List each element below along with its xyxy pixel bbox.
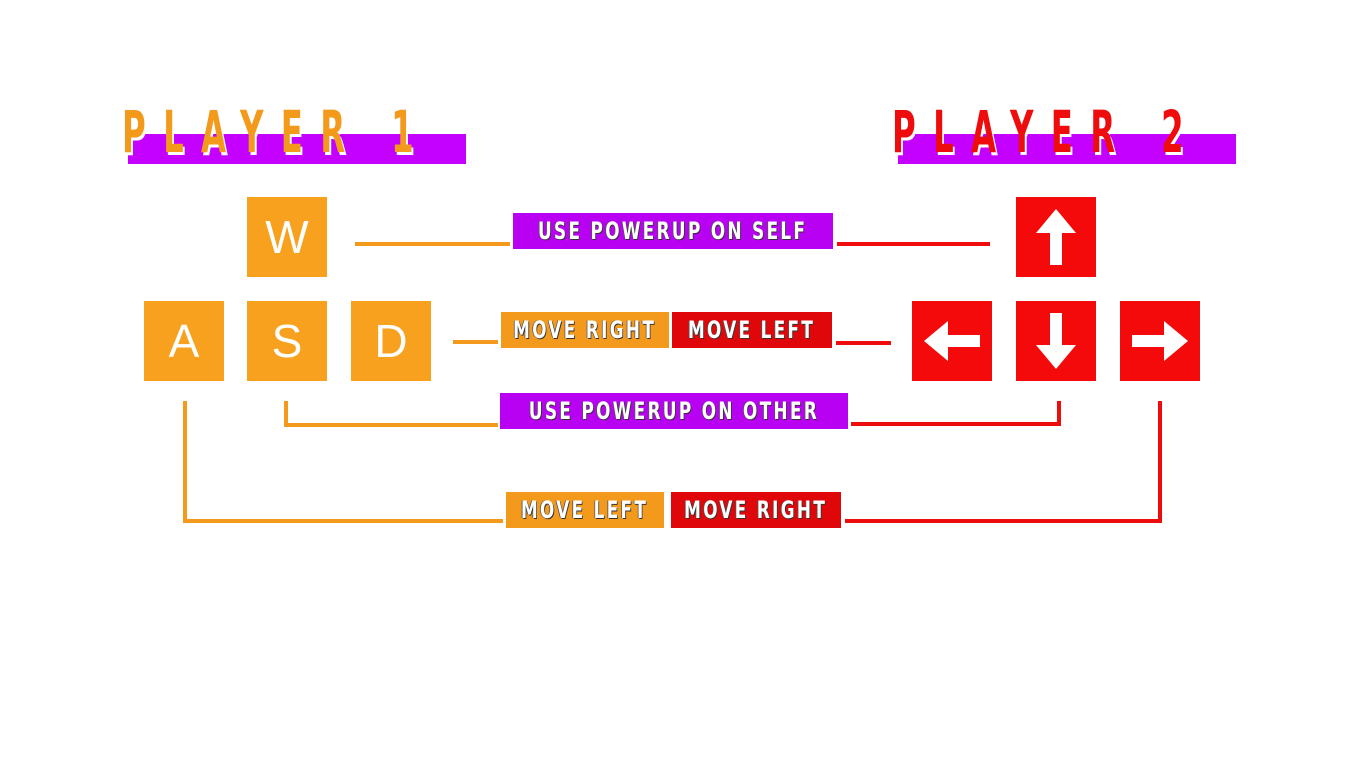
key-s-label: S (271, 315, 303, 367)
label-p1-move-right-text: MOVE RIGHT (513, 316, 657, 344)
key-arrow-left[interactable] (912, 301, 992, 381)
key-a-label: A (168, 315, 200, 367)
label-use-powerup-self-text: USE POWERUP ON SELF (538, 217, 808, 245)
key-arrow-right[interactable] (1120, 301, 1200, 381)
connector-arrow-right-horizontal (845, 519, 1162, 523)
connector-arrow-down-horizontal (851, 422, 1061, 426)
label-p1-move-left-text: MOVE LEFT (521, 496, 649, 524)
label-p2-move-left: MOVE LEFT (672, 312, 832, 348)
arrow-down-icon (1036, 313, 1076, 369)
connector-arrow-up (837, 242, 990, 246)
label-use-powerup-other-text: USE POWERUP ON OTHER (528, 397, 820, 425)
key-arrow-up[interactable] (1016, 197, 1096, 277)
label-p2-move-left-text: MOVE LEFT (688, 316, 816, 344)
key-d[interactable]: D (351, 301, 431, 381)
player1-title: PLAYER 1 (122, 100, 466, 164)
player2-title-underline (898, 134, 1236, 164)
player1-title-underline (128, 134, 466, 164)
key-d-label: D (374, 315, 408, 367)
key-s[interactable]: S (247, 301, 327, 381)
player2-title: PLAYER 2 (892, 100, 1238, 164)
key-w[interactable]: W (247, 197, 327, 277)
label-use-powerup-self: USE POWERUP ON SELF (513, 213, 833, 249)
connector-d (453, 340, 498, 344)
connector-s-horizontal (284, 423, 498, 427)
player2-title-text: PLAYER 2 (892, 98, 1202, 166)
label-p1-move-left: MOVE LEFT (506, 492, 664, 528)
label-use-powerup-other: USE POWERUP ON OTHER (500, 393, 848, 429)
connector-a-vertical (183, 401, 187, 523)
connector-arrow-left (836, 341, 891, 345)
arrow-right-icon (1132, 321, 1188, 361)
label-p2-move-right-text: MOVE RIGHT (684, 496, 828, 524)
key-w-label: W (265, 211, 309, 263)
label-p2-move-right: MOVE RIGHT (671, 492, 841, 528)
key-arrow-down[interactable] (1016, 301, 1096, 381)
label-p1-move-right: MOVE RIGHT (501, 312, 669, 348)
connector-w (355, 242, 510, 246)
connector-arrow-right-vertical (1158, 401, 1162, 523)
connector-a-horizontal (183, 519, 503, 523)
player1-title-text: PLAYER 1 (122, 98, 432, 166)
connector-arrow-down-vertical (1057, 401, 1061, 426)
connector-s-vertical (284, 401, 288, 427)
arrow-up-icon (1036, 209, 1076, 265)
arrow-left-icon (924, 321, 980, 361)
key-a[interactable]: A (144, 301, 224, 381)
